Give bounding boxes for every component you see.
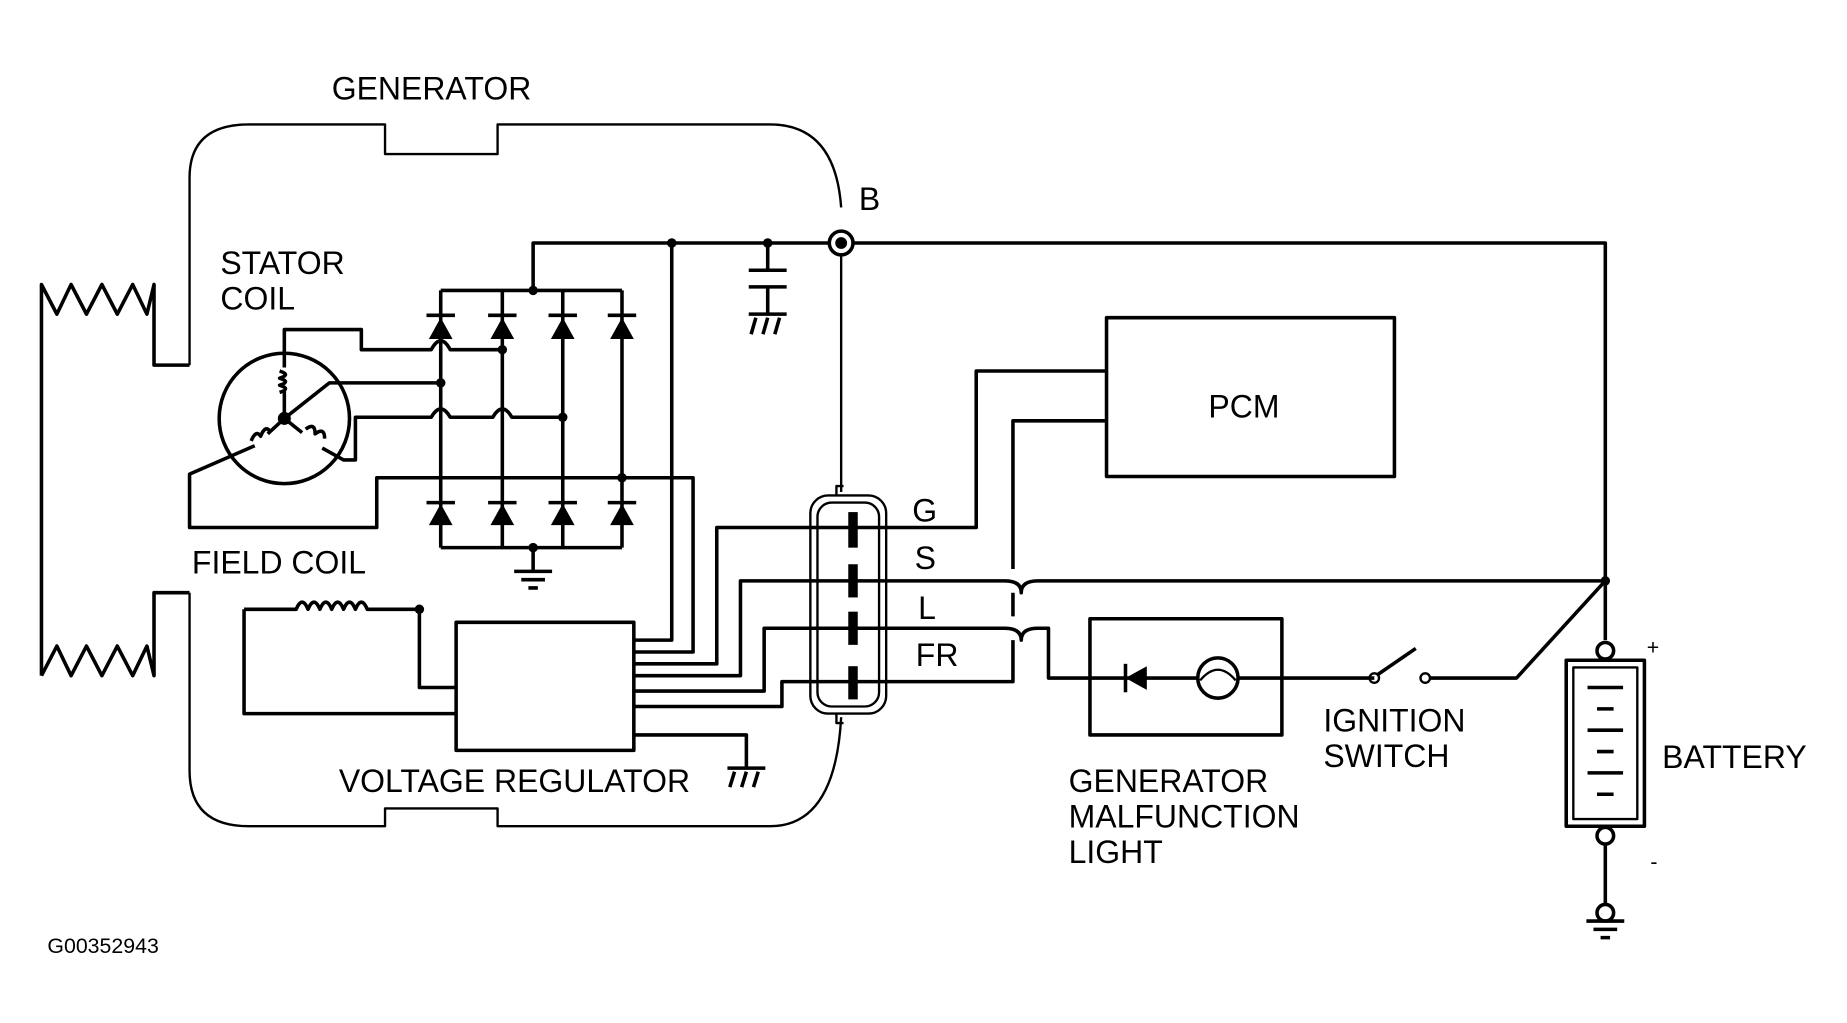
ignition-label-1: IGNITION	[1323, 702, 1465, 738]
pin-fr-label: FR	[916, 637, 959, 673]
light-label-2: MALFUNCTION	[1069, 798, 1300, 834]
field-coil	[242, 600, 457, 716]
battery-plus-label: +	[1647, 635, 1659, 659]
pin-l-label: L	[918, 590, 936, 626]
light-label-3: LIGHT	[1069, 834, 1163, 870]
light-label-1: GENERATOR	[1069, 763, 1269, 799]
pcm-label: PCM	[1208, 388, 1279, 424]
voltage-regulator-label: VOLTAGE REGULATOR	[339, 763, 690, 799]
battery	[1564, 640, 1647, 940]
figure-id: G00352943	[47, 934, 158, 958]
generator-housing	[188, 123, 843, 828]
pulley	[39, 282, 190, 678]
pin-s-label: S	[915, 540, 936, 576]
battery-label: BATTERY	[1662, 739, 1807, 775]
voltage-regulator	[454, 620, 636, 753]
stator-label-2: COIL	[220, 280, 295, 316]
field-coil-label: FIELD COIL	[192, 545, 366, 581]
terminal-b-label: B	[859, 181, 880, 217]
generator-label: GENERATOR	[332, 71, 532, 107]
pcm-box	[1104, 315, 1397, 479]
battery-minus-label: -	[1650, 850, 1657, 874]
stator-label-1: STATOR	[220, 245, 344, 281]
pin-g-label: G	[912, 493, 937, 529]
regulator-connector	[809, 484, 888, 725]
stator-coil	[187, 327, 695, 654]
ignition-label-2: SWITCH	[1323, 738, 1449, 774]
capacitor	[748, 243, 787, 335]
b-terminal	[827, 229, 855, 257]
malfunction-light	[1088, 617, 1375, 737]
rectifier-bridge	[426, 285, 637, 590]
b-output-wire	[531, 241, 1608, 641]
ignition-switch	[1368, 579, 1607, 684]
